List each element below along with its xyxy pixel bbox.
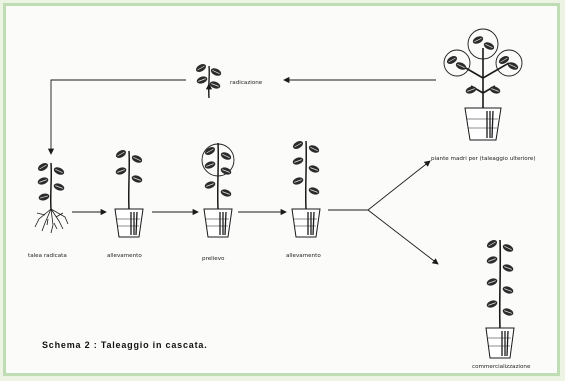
cascade-cutting-diagram bbox=[6, 6, 557, 373]
arrow-to-commercializzazione bbox=[368, 210, 438, 264]
label-allevamento-2: allevamento bbox=[286, 253, 321, 259]
plant-talea-radicata bbox=[35, 161, 68, 233]
figure-frame: radicazione talea radicata allevamento p… bbox=[3, 3, 560, 376]
cutting-radicazione bbox=[195, 62, 223, 98]
arrow-to-piante-madri bbox=[368, 161, 430, 210]
plant-allevamento-1 bbox=[115, 148, 144, 237]
label-prelievo: prelievo bbox=[202, 256, 224, 262]
plant-allevamento-2 bbox=[292, 139, 321, 237]
label-piante-madri: piante madri per (taleaggio ulteriore) bbox=[431, 156, 536, 162]
label-commercializzazione: commercializzazione bbox=[472, 364, 530, 370]
label-radicazione: radicazione bbox=[230, 80, 262, 86]
plant-commercializzazione bbox=[486, 238, 515, 358]
figure-caption: Schema 2 : Taleaggio in cascata. bbox=[42, 340, 208, 350]
label-talea-radicata: talea radicata bbox=[28, 253, 67, 259]
flow-arrows bbox=[51, 80, 438, 264]
label-allevamento-1: allevamento bbox=[107, 253, 142, 259]
plant-piante-madri bbox=[444, 29, 522, 140]
plant-prelievo bbox=[202, 143, 234, 237]
arrow-return-to-talea bbox=[51, 80, 186, 154]
